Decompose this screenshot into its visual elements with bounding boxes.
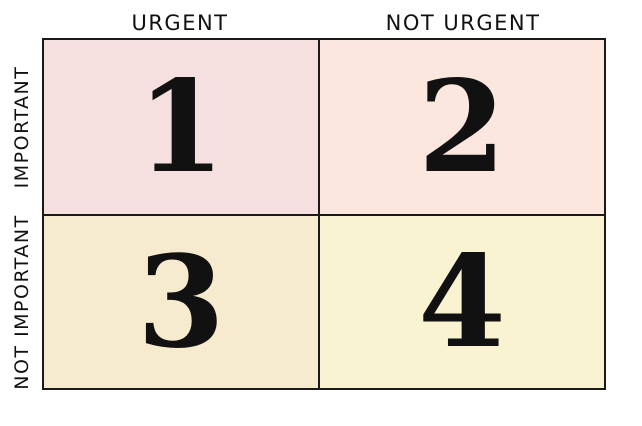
quadrant-1-number: 1 [137, 53, 225, 201]
quadrant-3-number: 3 [137, 228, 225, 376]
quadrant-1: 1 [44, 40, 320, 216]
quadrant-3: 3 [44, 216, 320, 388]
priority-matrix-grid: 1 2 3 4 [42, 38, 606, 390]
quadrant-2-number: 2 [418, 53, 506, 201]
quadrant-4-number: 4 [418, 228, 506, 376]
column-header-not-urgent: NOT URGENT [385, 11, 541, 35]
row-header-important: IMPORTANT [11, 65, 33, 189]
row-header-not-important: NOT IMPORTANT [11, 214, 33, 390]
column-header-urgent: URGENT [131, 11, 229, 35]
quadrant-2: 2 [320, 40, 604, 216]
quadrant-4: 4 [320, 216, 604, 388]
